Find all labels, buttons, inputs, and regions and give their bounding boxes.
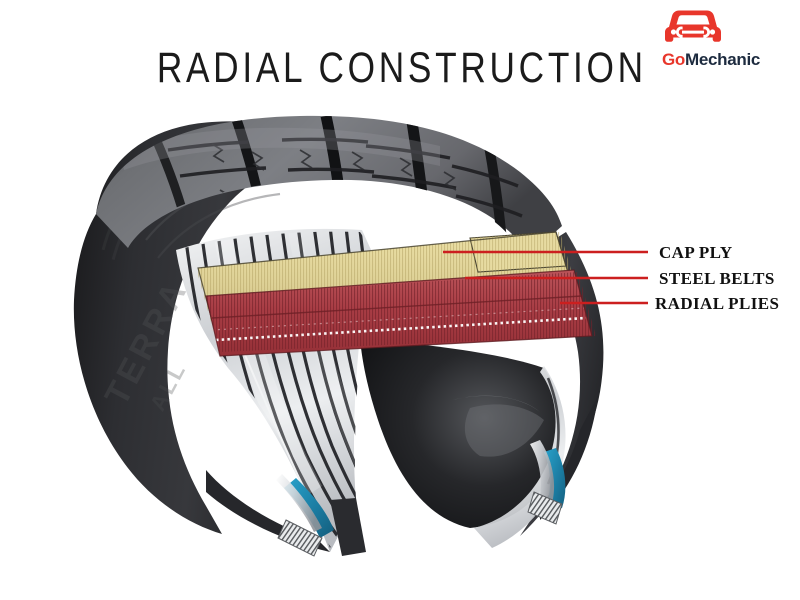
tire-inner-cavity bbox=[360, 338, 561, 528]
gomechanic-logo[interactable]: GoMechanic bbox=[636, 6, 786, 78]
logo-word-go: Go bbox=[661, 50, 685, 69]
callout-label-cap-ply: CAP PLY bbox=[659, 243, 733, 262]
steel-belts-outline bbox=[205, 269, 593, 357]
belt-ply-divider bbox=[211, 295, 583, 319]
callout-label-radial-plies: RADIAL PLIES bbox=[655, 294, 780, 313]
inner-cavity-sheen bbox=[464, 404, 544, 457]
radial-ply-cord-dots bbox=[211, 307, 587, 342]
page-title: RADIAL CONSTRUCTION bbox=[156, 44, 647, 92]
bead-sheen-left bbox=[276, 474, 322, 532]
bead-sheen-right bbox=[530, 440, 555, 512]
car-wrench-icon bbox=[665, 10, 721, 42]
logo-word-mechanic: Mechanic bbox=[684, 50, 761, 69]
bead-area-left-rubber bbox=[330, 498, 366, 556]
bead-bundle-left bbox=[277, 519, 323, 557]
logo-wordmark: GoMechanic bbox=[636, 50, 786, 70]
callout-leader-lines bbox=[443, 250, 648, 305]
bead-bundle-right bbox=[527, 491, 563, 525]
callout-label-steel-belts: STEEL BELTS bbox=[659, 269, 775, 288]
tire-tread-crown bbox=[96, 115, 562, 257]
